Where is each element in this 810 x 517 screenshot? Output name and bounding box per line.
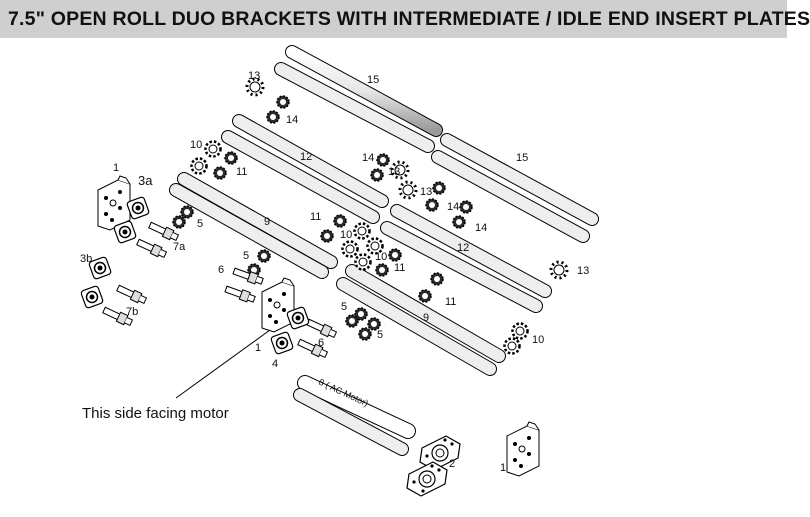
label-4: 4 [272,358,278,370]
label-13-c: 13 [420,186,432,198]
tube-15-upper-a [285,45,443,137]
label-13-b: 13 [388,166,400,178]
label-1-bottom: 1 [500,462,506,474]
label-5-b: 5 [243,250,249,262]
label-13-a: 13 [248,70,260,82]
label-15-b: 15 [516,152,528,164]
tube-12-upper-b [221,130,380,224]
label-12-a: 12 [300,151,312,163]
shaft-7b [101,282,148,328]
title-bar: 7.5" OPEN ROLL DUO BRACKETS WITH INTERME… [0,0,810,38]
tube-12-upper-a [232,114,389,208]
label-10-b: 10 [340,229,352,241]
label-13-d: 13 [577,265,589,277]
label-5-a: 5 [197,218,203,230]
tube-15-lower [431,133,599,243]
leader-line [175,329,271,399]
label-7b: 7b [126,306,138,318]
label-14-a: 14 [286,114,298,126]
label-3a: 3a [138,173,153,188]
label-9-a: 9 [264,216,270,228]
label-14-d: 14 [475,222,487,234]
label-5-c: 5 [341,301,347,313]
label-14-b: 14 [362,152,374,164]
label-11-c: 11 [394,262,405,274]
tube-9-lower [336,264,506,376]
label-9-b: 9 [423,312,429,324]
label-11-b: 11 [310,211,321,223]
label-5-d: 5 [377,329,383,341]
label-6-b: 6 [318,337,324,349]
label-3b: 3b [80,253,92,265]
sprocket-13-c [398,180,418,200]
label-10-d: 10 [532,334,544,346]
caption-this-side-facing-motor: This side facing motor [82,405,229,422]
exploded-parts-diagram: 8 ( AC Motor) [79,45,599,497]
tube-12-lower [380,204,552,313]
label-11-a: 11 [236,166,247,178]
label-1-mid: 1 [255,342,261,354]
label-10-a: 10 [190,139,202,151]
label-15-a: 15 [367,74,379,86]
label-7a: 7a [173,241,186,253]
sprocket-13-d [549,260,569,280]
label-6-a: 6 [218,264,224,276]
bracket-1-mid [261,277,295,333]
tube-15-upper-b [274,62,435,153]
label-1-top: 1 [113,162,119,174]
label-10-c: 10 [375,251,387,263]
label-11-d: 11 [445,296,456,308]
label-14-c: 14 [447,201,459,213]
label-2: 2 [449,458,455,470]
page-title: 7.5" OPEN ROLL DUO BRACKETS WITH INTERME… [8,7,810,30]
tube-9-upper [169,172,338,279]
bracket-1-bottom [506,421,540,477]
label-12-b: 12 [457,242,469,254]
ac-motor-tube: 8 ( AC Motor) [293,375,416,456]
shaft-7a [135,219,180,260]
labels: 1 1 1 2 3a 3b 4 5 5 5 5 6 6 7a 7b 9 9 10… [80,70,589,474]
